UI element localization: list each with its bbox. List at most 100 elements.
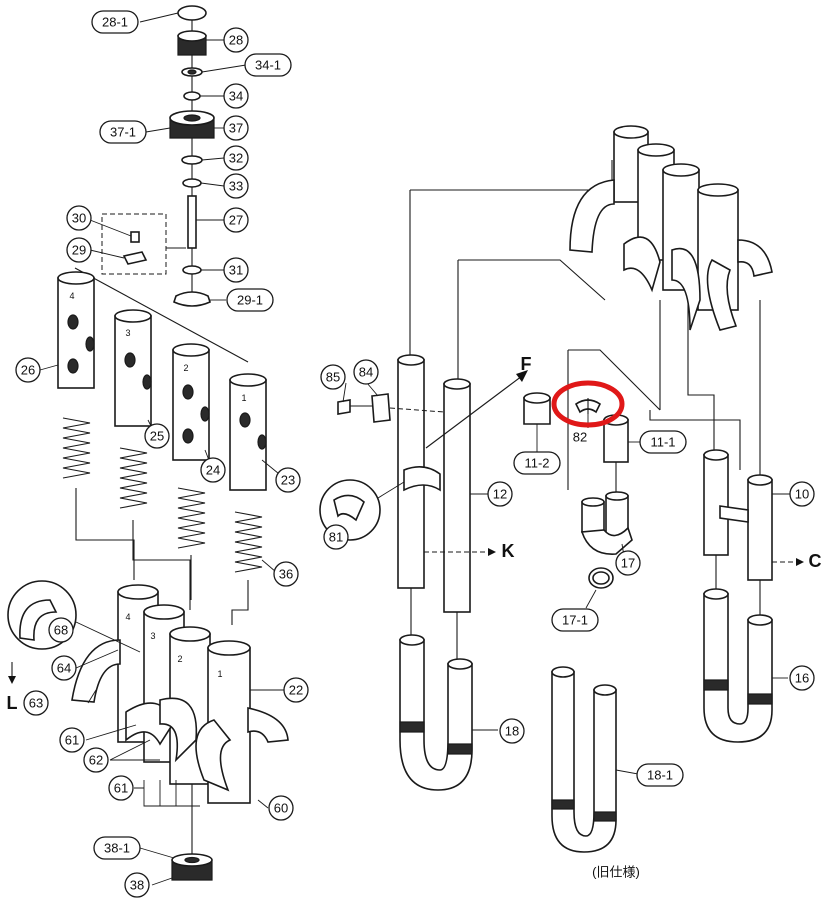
callout-62: 62: [83, 747, 109, 773]
callout-63: 63: [23, 690, 49, 716]
direction-F: F: [521, 354, 532, 374]
washer-34: [183, 91, 201, 101]
clip-81: [333, 494, 365, 522]
tube-number-2: 2: [183, 363, 188, 373]
callout-28: 28: [223, 27, 249, 53]
callout-37: 37: [223, 115, 249, 141]
callout-text: 23: [281, 473, 295, 488]
callout-18: 18: [499, 718, 525, 744]
callout-text: 29-1: [237, 293, 263, 308]
callout-text: 28-1: [102, 15, 128, 30]
callout-38-1: 38-1: [93, 836, 141, 860]
callout-16: 16: [789, 665, 815, 691]
callout-text: 25: [150, 429, 164, 444]
callout-60: 60: [268, 795, 294, 821]
callout-82: 82: [573, 430, 587, 445]
tube-26: [57, 271, 95, 389]
nut-29: [122, 251, 148, 265]
tube-10: [703, 449, 773, 581]
callout-text: 37-1: [110, 125, 136, 140]
callout-text: 36: [279, 567, 293, 582]
callout-text: 84: [359, 365, 373, 380]
callout-text: 31: [229, 263, 243, 278]
callout-text: 17-1: [562, 613, 588, 628]
callout-27: 27: [223, 207, 249, 233]
tube-12: [397, 354, 471, 613]
screw-85: [337, 399, 351, 415]
callout-81: 81: [323, 524, 349, 550]
callout-text: 68: [54, 623, 68, 638]
callout-text: 26: [21, 363, 35, 378]
callout-12: 12: [487, 481, 513, 507]
callout-text: 85: [326, 370, 340, 385]
clip-84: [371, 393, 391, 423]
callout-text: 37: [229, 121, 243, 136]
callout-text: 11-1: [650, 435, 675, 450]
callout-text: 17: [621, 556, 635, 571]
callout-68: 68: [48, 617, 74, 643]
washer-31: [182, 265, 202, 275]
callout-23: 23: [275, 467, 301, 493]
callout-text: 38: [130, 878, 144, 893]
callout-25: 25: [144, 423, 170, 449]
callout-text: 32: [229, 151, 243, 166]
callout-32: 32: [223, 145, 249, 171]
callout-28-1: 28-1: [91, 10, 139, 34]
u-tube-18-1: [551, 666, 617, 853]
direction-K: K: [502, 541, 515, 561]
callout-11-2: 11-2: [513, 451, 561, 475]
hose-68: [19, 599, 58, 641]
tube-number-1: 1: [241, 393, 246, 403]
callout-17: 17: [615, 550, 641, 576]
callout-text: 63: [29, 696, 43, 711]
callout-61: 61: [59, 727, 85, 753]
callout-22: 22: [283, 677, 309, 703]
callout-29-1: 29-1: [226, 288, 274, 312]
left-assembly: 4 3 2 1: [7, 5, 289, 881]
tube-number-3: 3: [125, 328, 130, 338]
callout-text: 64: [57, 661, 71, 676]
callout-36: 36: [273, 561, 299, 587]
direction-L: L: [7, 693, 18, 713]
callout-text: 28: [229, 33, 243, 48]
callout-text: 10: [795, 487, 809, 502]
tube-11-1: [603, 419, 629, 463]
callout-text: 29: [72, 243, 86, 258]
tube-24: [172, 343, 210, 461]
callout-text: 24: [206, 463, 220, 478]
elbow-63: [71, 639, 121, 703]
callout-text: 30: [72, 211, 86, 226]
callout-29: 29: [66, 237, 92, 263]
right-assembly: F K: [319, 125, 822, 880]
callout-text: 62: [89, 753, 103, 768]
callout-text: 11-2: [524, 456, 549, 471]
callout-24: 24: [200, 457, 226, 483]
callout-text: 34-1: [255, 58, 281, 73]
tube-number-4: 4: [69, 291, 74, 301]
callout-text: 18-1: [647, 768, 673, 783]
heater-manifold: [569, 125, 773, 331]
callout-text: 82: [573, 430, 587, 445]
callout-61: 61: [108, 775, 134, 801]
callout-text: 33: [229, 179, 243, 194]
fitting-17: [580, 491, 633, 555]
highlight-ring-82: [551, 380, 625, 428]
callout-64: 64: [51, 655, 77, 681]
callout-text: 27: [229, 213, 243, 228]
plate-29-1: [173, 291, 211, 307]
callout-11-1: 11-1: [639, 430, 687, 454]
callout-34: 34: [223, 83, 249, 109]
u-tube-16: [703, 588, 773, 743]
callout-10: 10: [789, 481, 815, 507]
springs: [62, 417, 263, 573]
callout-text: 81: [329, 530, 343, 545]
callout-text: 18: [505, 724, 519, 739]
callout-18-1: 18-1: [636, 763, 684, 787]
svg-text:1: 1: [217, 669, 222, 679]
callout-85: 85: [320, 364, 346, 390]
callout-text: 38-1: [104, 841, 130, 856]
svg-text:4: 4: [125, 612, 130, 622]
